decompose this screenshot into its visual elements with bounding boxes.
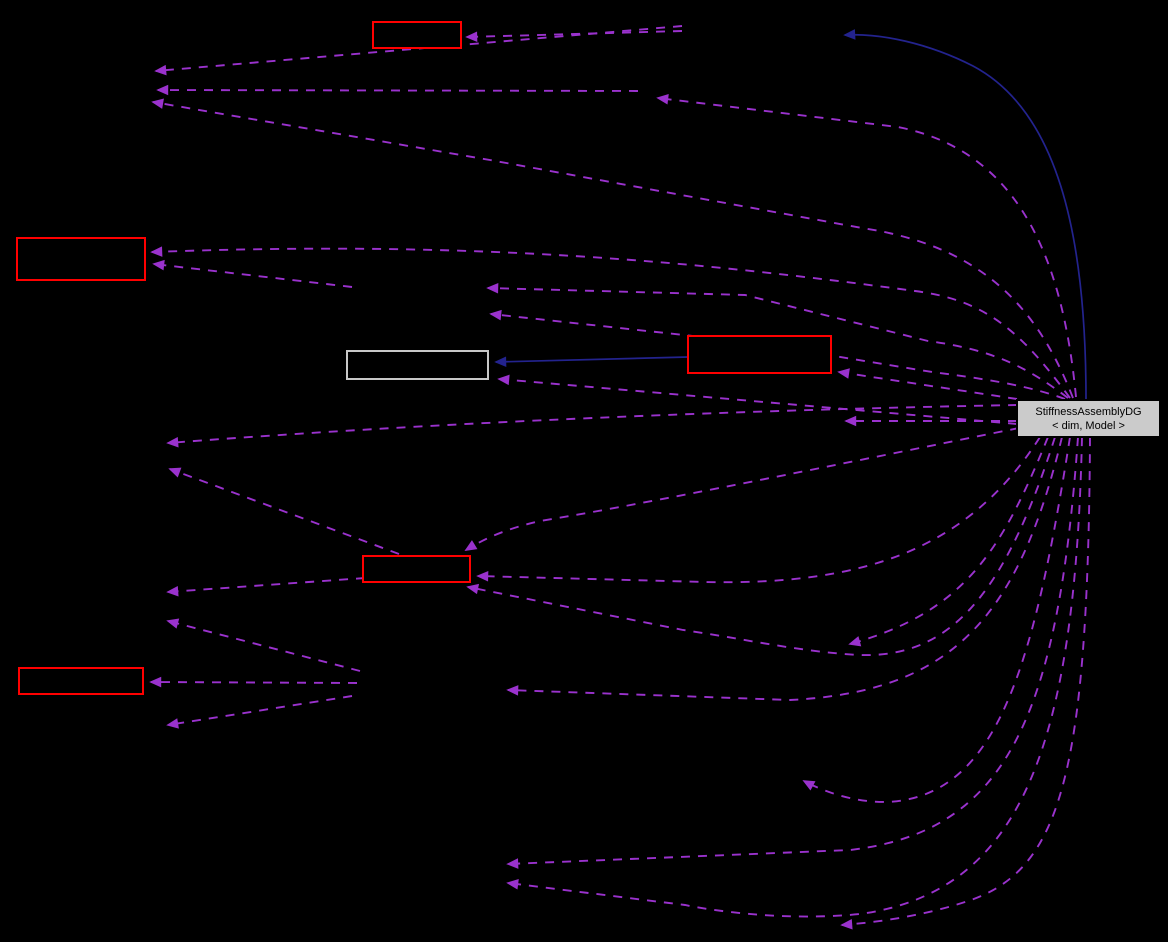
graph-edge-to-topleft-arrow-2: [156, 84, 639, 96]
graph-edge-fan-to-small-top: [464, 427, 1020, 551]
node-mid-red-box[interactable]: [687, 335, 832, 374]
graph-edge-invnode-to-bottom-red: [149, 676, 358, 688]
node-bottom-red-box[interactable]: [18, 667, 144, 695]
graph-edge-fan-to-mid-arrow-2: [489, 309, 1066, 400]
graph-edge-inherit-top: [843, 29, 1087, 400]
graph-edge-fan-to-mid-invisible: [656, 93, 1077, 398]
graph-edge-fan-to-white-box: [497, 374, 1018, 425]
graph-edge-fan-to-bottom-arrow-3: [840, 436, 1091, 930]
node-main-node-rect[interactable]: [1016, 399, 1161, 438]
node-small-red-box-rect[interactable]: [362, 555, 471, 583]
graph-edge-fan-to-bottom-arrow-2: [506, 436, 1083, 918]
node-main-node[interactable]: StiffnessAssemblyDG < dim, Model >: [1016, 399, 1161, 438]
graph-edge-fan-to-midright-arrow: [848, 436, 1049, 647]
graph-edge-fan-to-bottom-arrow-1: [506, 436, 1079, 869]
graph-edge-invnode-to-left-red: [152, 259, 353, 288]
graph-edge-smallbox-to-left-1: [166, 577, 366, 597]
main-node-label-2: < dim, Model >: [1052, 420, 1125, 432]
graph-edge-fan-to-small-bottom: [466, 436, 1056, 656]
graph-edge-invnode-to-left-3: [166, 695, 353, 729]
graph-edge-inherit-mid: [494, 356, 689, 368]
graph-edge-fan-to-topleft-arrow-3: [151, 98, 1074, 399]
node-white-box-rect[interactable]: [346, 350, 489, 380]
graph-edge-invnode-to-left-2: [166, 618, 361, 672]
graph-edge-smallbox-to-midleft-2: [168, 467, 400, 555]
node-bottom-red-box-rect[interactable]: [18, 667, 144, 695]
graph-edge-fan-to-mid-arrow-1: [486, 282, 1069, 399]
node-mid-red-box-rect[interactable]: [687, 335, 832, 374]
graph-edge-fan-to-lowmid-arrow: [506, 436, 1063, 701]
graph-edge-to-top-red-box: [465, 30, 683, 42]
node-left-red-box[interactable]: [16, 237, 146, 281]
graph-edge-fan-to-lowright-arrow: [802, 436, 1071, 803]
node-white-box[interactable]: [346, 350, 489, 380]
edges-layer: [149, 25, 1091, 930]
graph-edge-fan-to-small-right: [476, 436, 1041, 584]
node-top-red-box[interactable]: [372, 21, 462, 49]
graph-edge-fan-to-left-red-upper: [150, 246, 1071, 399]
node-left-red-box-rect[interactable]: [16, 237, 146, 281]
graph-edge-to-mid-red-box: [837, 368, 1018, 400]
nodes-layer: StiffnessAssemblyDG < dim, Model >: [16, 21, 1161, 695]
graph-edge-fan-to-midleft-arrow-1: [166, 404, 1018, 448]
main-node-label-1: StiffnessAssemblyDG: [1035, 406, 1141, 418]
node-top-red-box-rect[interactable]: [372, 21, 462, 49]
node-small-red-box[interactable]: [362, 555, 471, 583]
